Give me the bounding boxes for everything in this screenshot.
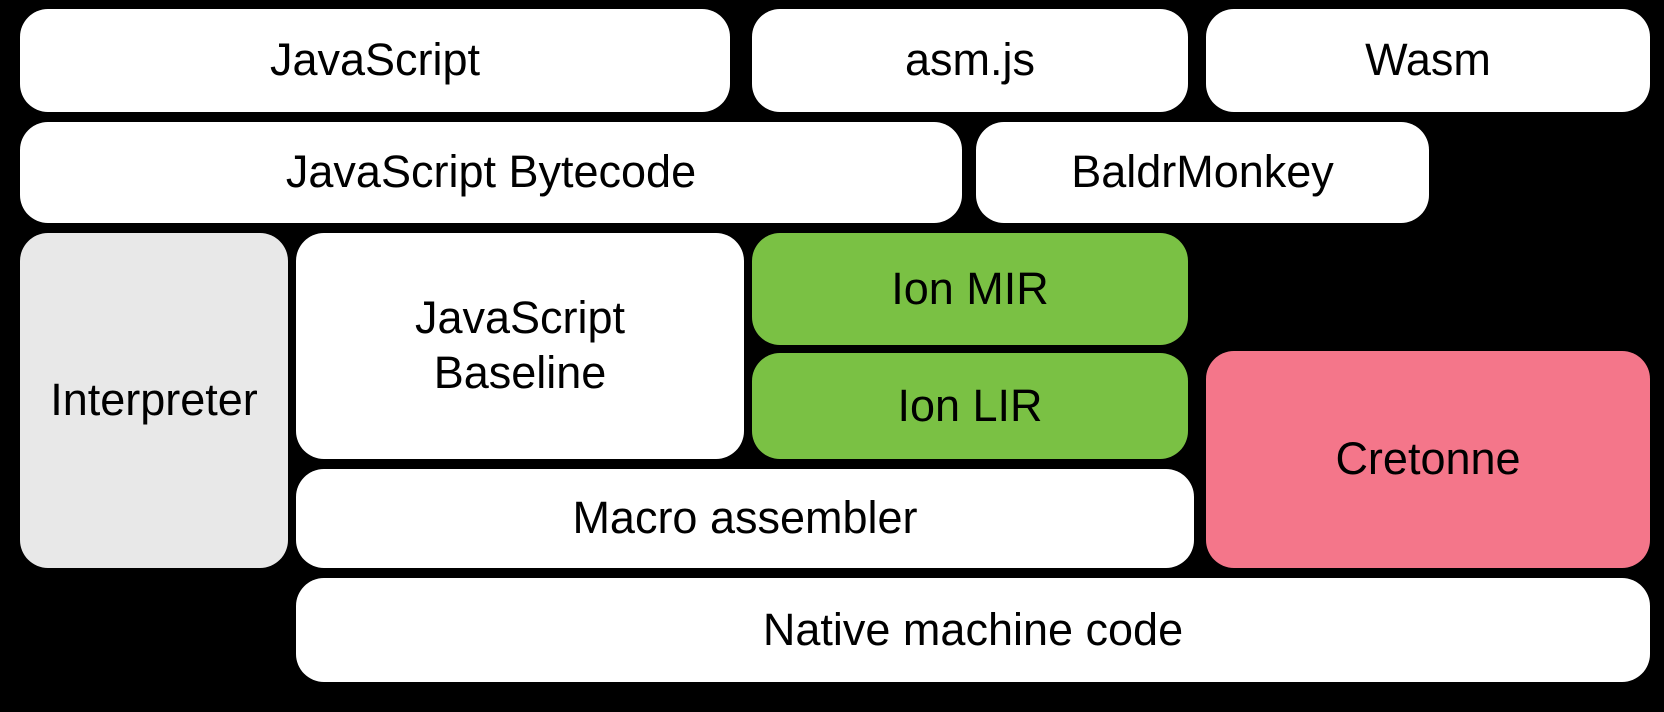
node-native-machine-code-label: Native machine code [762, 603, 1184, 655]
node-macro-assembler: Macro assembler [296, 469, 1194, 568]
node-interpreter-label: Interpreter [50, 374, 258, 426]
node-asmjs: asm.js [752, 9, 1188, 112]
node-macro-assembler-label: Macro assembler [572, 492, 918, 544]
node-javascript-bytecode-label: JavaScript Bytecode [285, 146, 697, 198]
node-asmjs-label: asm.js [904, 34, 1035, 86]
node-baldrmonkey: BaldrMonkey [976, 122, 1429, 223]
node-javascript-baseline-label: JavaScript Baseline [414, 292, 626, 398]
node-cretonne-label: Cretonne [1335, 433, 1521, 485]
node-cretonne: Cretonne [1206, 351, 1650, 568]
node-wasm-label: Wasm [1365, 34, 1491, 86]
node-ion-mir-label: Ion MIR [891, 262, 1049, 314]
node-ion-mir: Ion MIR [752, 233, 1188, 345]
node-javascript: JavaScript [20, 9, 730, 112]
node-wasm: Wasm [1206, 9, 1650, 112]
node-native-machine-code: Native machine code [296, 578, 1650, 682]
node-javascript-label: JavaScript [269, 34, 481, 86]
node-interpreter: Interpreter [20, 233, 288, 568]
node-javascript-baseline: JavaScript Baseline [296, 233, 744, 459]
node-javascript-bytecode: JavaScript Bytecode [20, 122, 962, 223]
node-baldrmonkey-label: BaldrMonkey [1071, 146, 1334, 198]
node-ion-lir: Ion LIR [752, 353, 1188, 459]
node-ion-lir-label: Ion LIR [897, 379, 1043, 431]
